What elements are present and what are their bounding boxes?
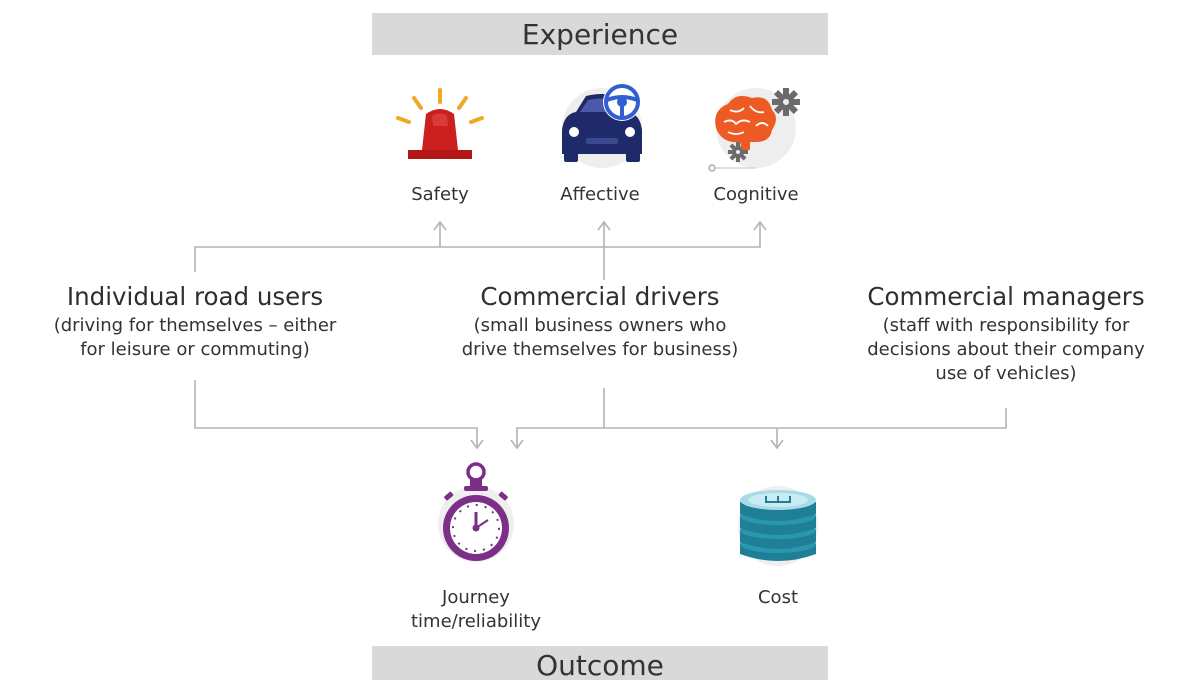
commercial-drivers-desc: (small business owners who drive themsel…	[400, 314, 800, 362]
connector-individual-up	[194, 222, 761, 272]
outcome-banner: Outcome	[372, 646, 828, 680]
connector-individual-down	[194, 380, 478, 448]
arrow-down-cost	[770, 439, 784, 450]
desc-line: for leisure or commuting)	[80, 339, 310, 360]
journey-label-line: Journey	[442, 587, 510, 608]
journey-label-line: time/reliability	[411, 611, 541, 632]
journey-label: Journey time/reliability	[396, 586, 556, 634]
desc-line: drive themselves for business)	[461, 339, 739, 360]
brain-gears-icon	[706, 84, 806, 176]
individual-road-users-title: Individual road users	[66, 282, 324, 311]
commercial-managers-desc: (staff with responsibility for decisions…	[826, 314, 1186, 386]
cost-label: Cost	[728, 586, 828, 610]
desc-line: (staff with responsibility for	[882, 315, 1130, 336]
cost-label-line: Cost	[757, 587, 799, 608]
arrow-up-affective	[597, 220, 611, 231]
desc-line: (driving for themselves – either	[53, 315, 337, 336]
experience-banner: Experience	[372, 13, 828, 55]
desc-line: use of vehicles)	[935, 363, 1077, 384]
desc-line: (small business owners who	[473, 315, 727, 336]
coin-stack-icon	[732, 484, 824, 568]
connector-drivers-down	[516, 388, 605, 448]
arrow-up-cognitive	[753, 220, 767, 231]
individual-road-users-desc: (driving for themselves – either for lei…	[0, 314, 390, 362]
cognitive-label: Cognitive	[713, 184, 799, 205]
arrow-down-journey-1	[470, 439, 484, 450]
arrow-down-journey-2	[510, 439, 524, 450]
affective-label: Affective	[560, 184, 640, 205]
siren-icon	[392, 88, 488, 168]
connector-managers-down	[604, 408, 1007, 429]
safety-label: Safety	[411, 184, 469, 205]
desc-line: decisions about their company	[867, 339, 1145, 360]
arrow-up-safety	[433, 220, 447, 231]
car-steering-wheel-icon	[552, 80, 652, 168]
stopwatch-icon	[432, 462, 520, 572]
commercial-drivers-title: Commercial drivers	[480, 282, 720, 311]
commercial-managers-title: Commercial managers	[867, 282, 1145, 311]
